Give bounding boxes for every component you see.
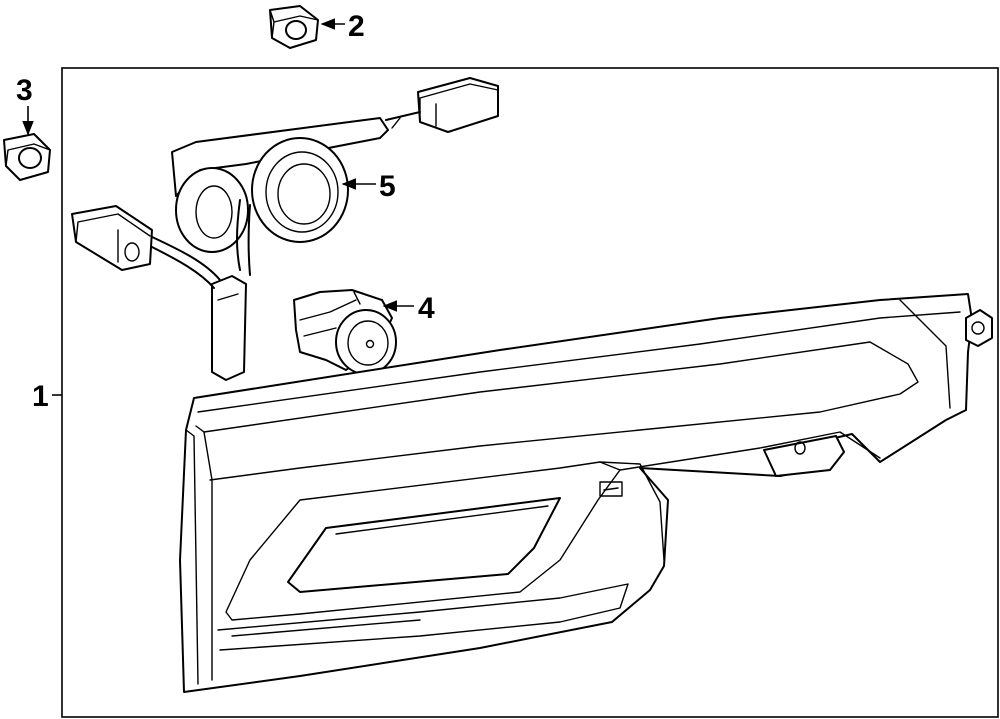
- callout-2: 2: [348, 10, 365, 43]
- nut-part-2[interactable]: [269, 5, 319, 49]
- bulb-socket-part-4[interactable]: [293, 289, 397, 375]
- tail-lamp-housing-part-1[interactable]: [179, 293, 993, 693]
- socket-harness-part-5[interactable]: [71, 77, 499, 381]
- callout-5: 5: [379, 170, 396, 203]
- callout-4: 4: [418, 292, 435, 325]
- nut-part-3[interactable]: [3, 133, 51, 181]
- callout-1: 1: [32, 380, 49, 413]
- assembly-frame: [61, 67, 999, 718]
- callout-3: 3: [16, 74, 33, 107]
